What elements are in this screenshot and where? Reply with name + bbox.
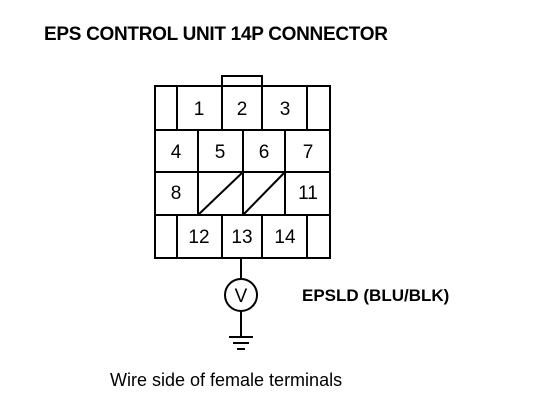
pin-6: 6 [259,142,270,163]
pin-14: 14 [274,227,296,248]
pin-7: 7 [303,142,314,163]
unused-cavity-9 [197,171,244,216]
pin-11: 11 [298,183,318,204]
pin-4: 4 [171,142,182,163]
pin-13: 13 [231,227,252,248]
unused-cavity-10 [242,171,286,216]
meter-symbol: V [235,286,248,307]
pin-3: 3 [280,99,291,120]
diagram-title: EPS CONTROL UNIT 14P CONNECTOR [44,24,388,45]
diagram-caption: Wire side of female terminals [110,370,343,390]
connector-lock-tab [221,75,263,86]
ground-icon [229,336,253,350]
pin-8: 8 [171,183,182,204]
pin-5: 5 [215,142,226,163]
pin-12: 12 [188,227,209,248]
terminal-label: EPSLD (BLU/BLK) [302,286,450,305]
pin-1: 1 [194,99,205,120]
pin-2: 2 [237,99,248,120]
